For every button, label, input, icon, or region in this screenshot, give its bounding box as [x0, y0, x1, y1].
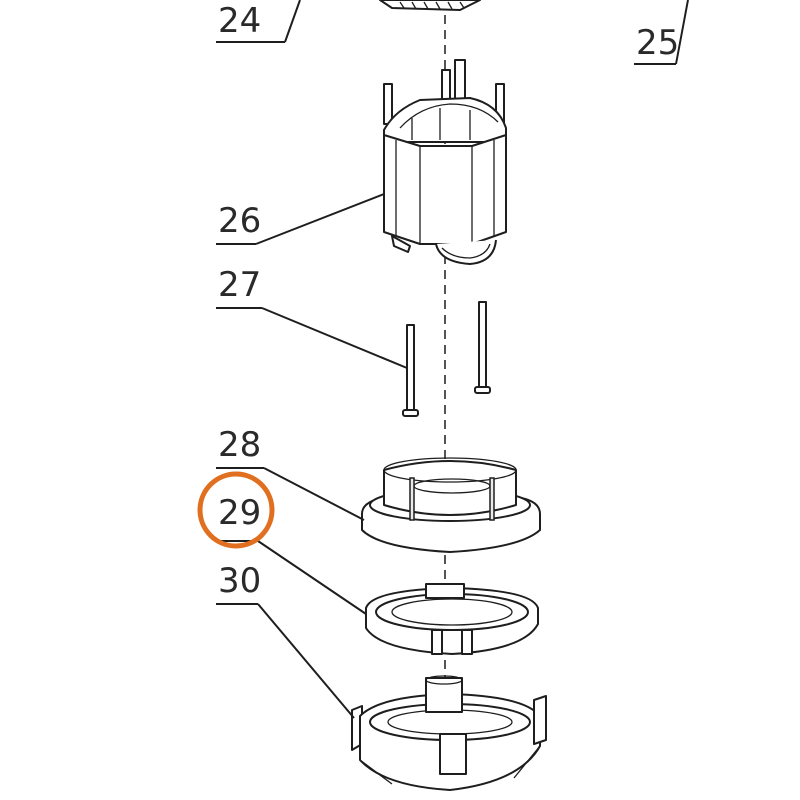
part-top-housing	[379, 0, 481, 11]
callout-27: 27	[218, 265, 261, 305]
callout-29: 29	[218, 493, 261, 533]
callout-26: 26	[218, 201, 261, 241]
part-27-screws	[402, 301, 491, 417]
callout-28: 28	[218, 425, 261, 465]
callout-25: 25	[636, 23, 679, 63]
leader-lines	[216, 0, 689, 719]
highlight-circle	[197, 471, 275, 549]
part-28-end-bracket	[361, 457, 541, 553]
callout-24: 24	[218, 1, 261, 41]
part-29-ring	[365, 583, 539, 655]
callout-30: 30	[218, 561, 261, 601]
part-26-stator	[383, 59, 507, 265]
part-30-base	[351, 675, 547, 791]
